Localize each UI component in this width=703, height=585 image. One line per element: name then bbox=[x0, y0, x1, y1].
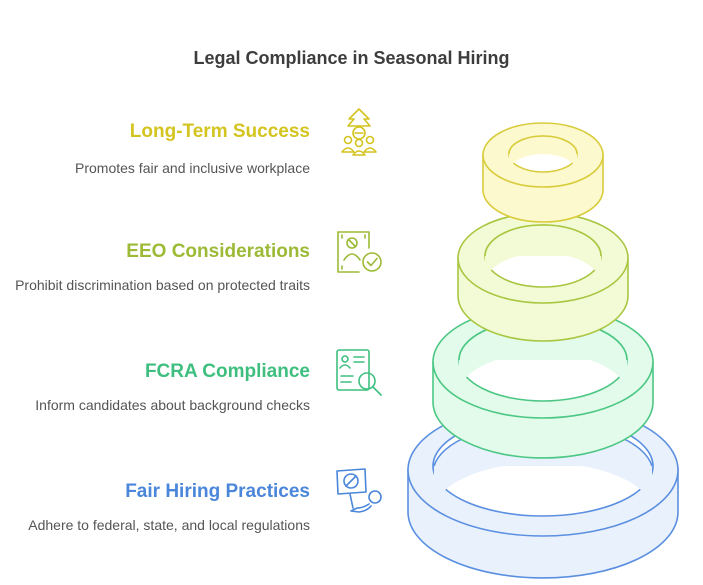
heading-fair-hiring-practices: Fair Hiring Practices bbox=[125, 481, 310, 502]
heading-fcra-compliance: FCRA Compliance bbox=[144, 361, 310, 382]
document-search-icon bbox=[336, 349, 382, 396]
ring-fcra-compliance bbox=[432, 305, 654, 459]
no-discrimination-sign-icon bbox=[336, 468, 382, 513]
profile-checkmark-icon bbox=[337, 231, 382, 273]
ring-eeo-considerations bbox=[457, 212, 629, 342]
description-long-term-success: Promotes fair and inclusive workplace bbox=[75, 160, 310, 176]
description-fcra-compliance: Inform candidates about background check… bbox=[35, 397, 310, 413]
page-title: Legal Compliance in Seasonal Hiring bbox=[193, 48, 510, 68]
description-eeo-considerations: Prohibit discrimination based on protect… bbox=[15, 277, 310, 293]
team-growth-icon bbox=[341, 108, 377, 156]
description-fair-hiring-practices: Adhere to federal, state, and local regu… bbox=[28, 517, 310, 533]
heading-long-term-success: Long-Term Success bbox=[129, 121, 310, 142]
ring-long-term-success bbox=[482, 122, 604, 223]
heading-eeo-considerations: EEO Considerations bbox=[126, 241, 310, 262]
